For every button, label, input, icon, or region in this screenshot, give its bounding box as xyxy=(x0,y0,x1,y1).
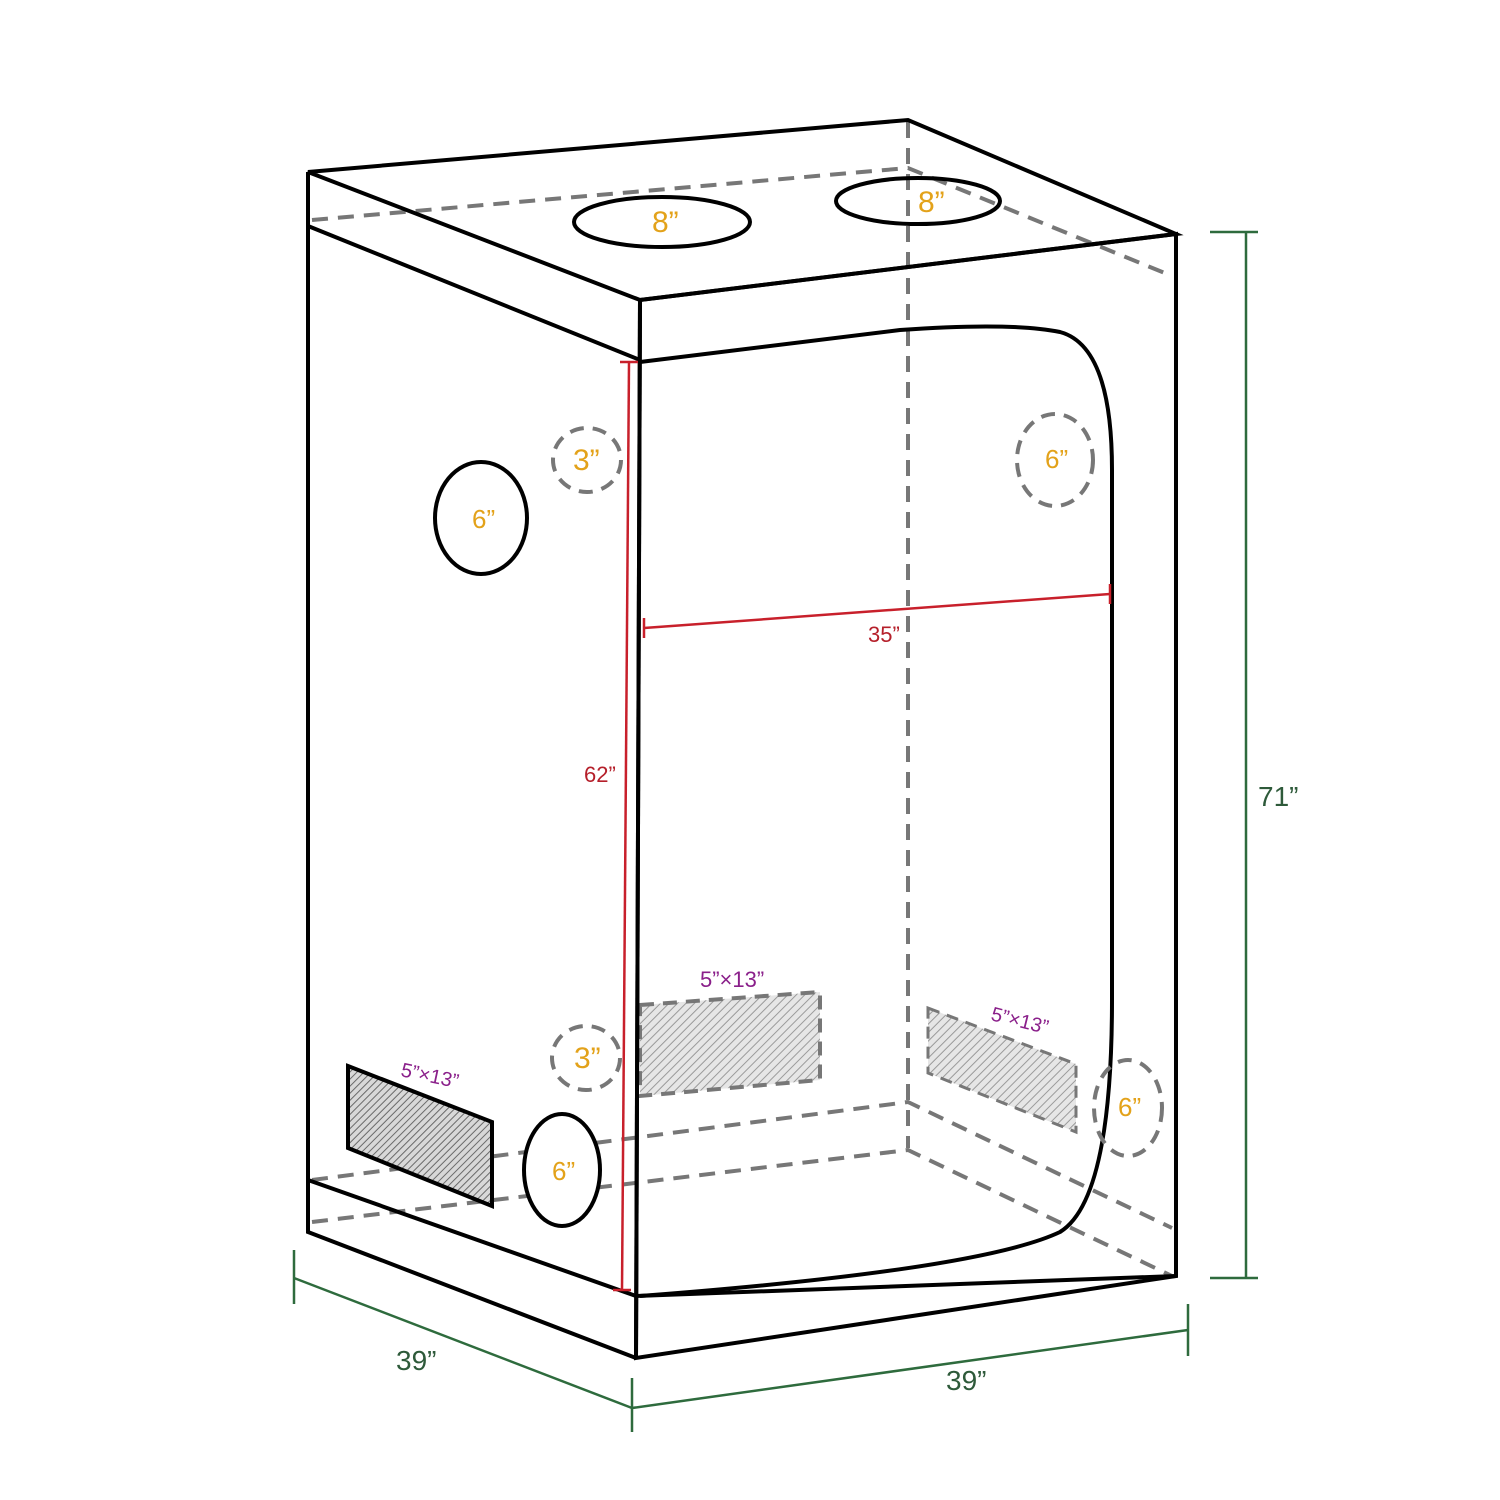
svg-text:8”: 8” xyxy=(652,206,679,239)
svg-text:6”: 6” xyxy=(1118,1092,1141,1122)
svg-text:6”: 6” xyxy=(1045,444,1068,474)
width-label: 39” xyxy=(946,1365,986,1396)
vent-back-wall: 5”×13” xyxy=(638,967,822,1099)
port-left-upper-3in: 3” xyxy=(551,426,623,494)
top-port-1: 8” xyxy=(572,195,752,249)
port-left-lower-6in: 6” xyxy=(522,1112,602,1228)
door-width-dimension: 35” xyxy=(642,584,1112,647)
door-height-dimension: 62” xyxy=(584,360,638,1292)
port-left-lower-3in: 3” xyxy=(550,1024,622,1092)
svg-text:6”: 6” xyxy=(552,1156,575,1186)
port-back-upper-6in: 6” xyxy=(1015,412,1095,508)
vent-right-label: 5”×13” xyxy=(989,1004,1051,1039)
height-dimension: 71” xyxy=(1210,230,1298,1280)
svg-text:3”: 3” xyxy=(574,1042,601,1075)
svg-text:3”: 3” xyxy=(573,444,600,477)
depth-dimension: 39” xyxy=(292,1250,633,1410)
svg-text:6”: 6” xyxy=(472,504,495,534)
door-height-label: 62” xyxy=(584,762,616,787)
width-dimension: 39” xyxy=(630,1304,1190,1432)
top-port-2: 8” xyxy=(834,176,1002,226)
svg-text:8”: 8” xyxy=(918,186,945,219)
vent-right-side: 5”×13” xyxy=(926,1004,1078,1135)
vent-left-side: 5”×13” xyxy=(346,1059,494,1209)
door-width-label: 35” xyxy=(868,622,900,647)
vent-back-label: 5”×13” xyxy=(700,967,764,992)
tent-outline xyxy=(306,117,1184,1361)
height-label: 71” xyxy=(1258,781,1298,812)
port-left-upper-6in: 6” xyxy=(433,460,529,576)
depth-label: 39” xyxy=(396,1345,436,1376)
hidden-edges xyxy=(311,122,1173,1278)
port-right-lower-6in: 6” xyxy=(1092,1058,1164,1158)
door-outline xyxy=(639,324,1114,1298)
